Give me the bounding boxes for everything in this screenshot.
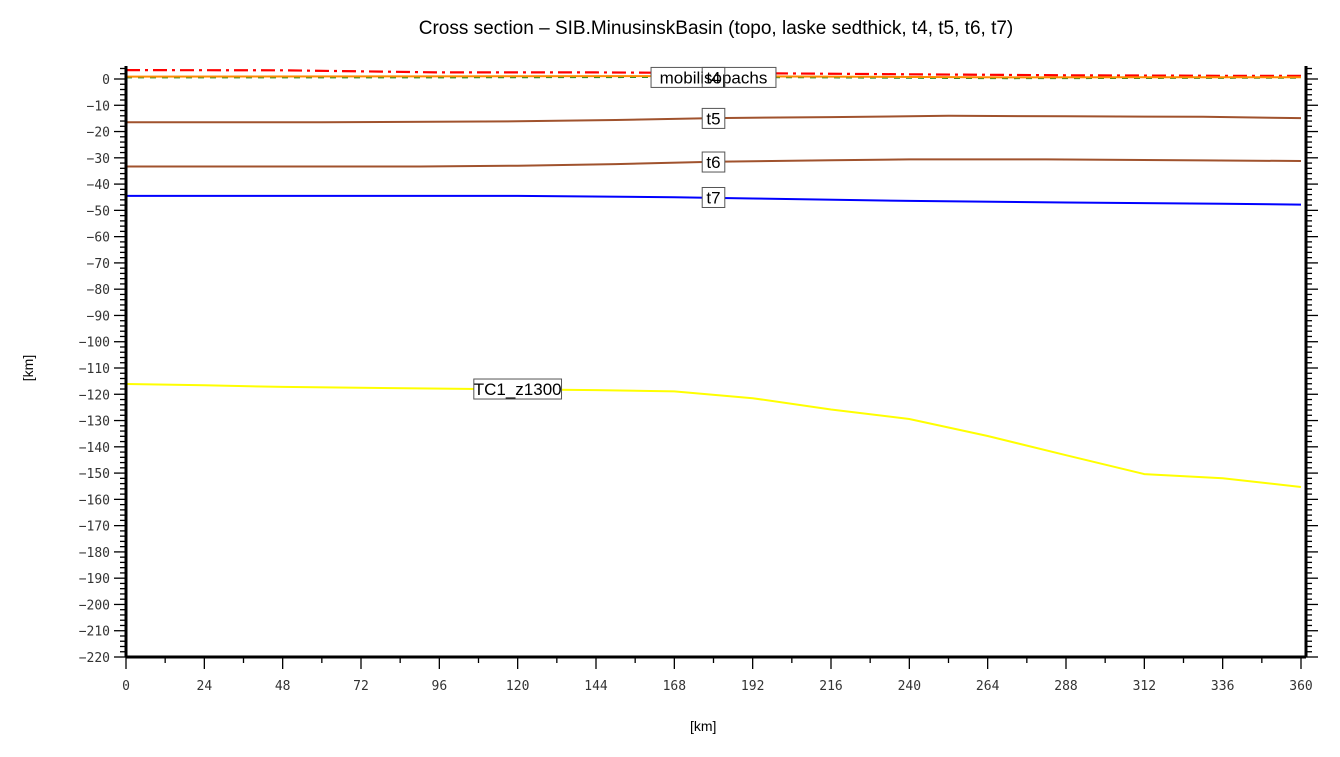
x-tick-label: 168 (663, 679, 686, 694)
y-tick-label: −50 (87, 204, 110, 219)
x-tick-label: 192 (741, 679, 764, 694)
chart-title: Cross section – SIB.MinusinskBasin (topo… (418, 18, 1014, 39)
svg-text:t7: t7 (706, 188, 720, 207)
x-tick-label: 240 (898, 679, 921, 694)
series-tc1-z1300 (125, 383, 1302, 488)
y-tick-label: −100 (79, 336, 110, 351)
series-layer (125, 68, 1302, 488)
y-tick-label: −80 (87, 283, 110, 298)
svg-text:t5: t5 (706, 109, 720, 128)
y-tick-label: −70 (87, 257, 110, 272)
x-tick-label: 120 (506, 679, 529, 694)
x-tick-label: 264 (976, 679, 1000, 694)
x-tick-label: 216 (819, 679, 842, 694)
y-tick-label: −130 (79, 415, 110, 430)
line-label-t4: t4 (701, 66, 726, 88)
svg-text:mobilisopachs: mobilisopachs (660, 68, 768, 87)
y-tick-label: −20 (87, 126, 110, 141)
svg-text:TC1_z1300: TC1_z1300 (474, 380, 562, 399)
y-tick-label: −120 (79, 388, 110, 403)
y-tick-label: −220 (79, 651, 110, 666)
line-label-t7: t7 (701, 186, 726, 208)
series-t7 (126, 194, 1302, 206)
series-t5 (126, 114, 1302, 124)
y-tick-label: −180 (79, 546, 110, 561)
y-tick-label: −150 (79, 467, 110, 482)
x-tick-label: 288 (1054, 679, 1077, 694)
y-tick-label: 0 (102, 73, 110, 88)
x-tick-label: 72 (353, 679, 369, 694)
x-tick-label: 96 (432, 679, 448, 694)
y-tick-label: −160 (79, 493, 110, 508)
x-tick-label: 24 (197, 679, 213, 694)
x-tick-label: 144 (584, 679, 608, 694)
y-tick-label: −110 (79, 362, 110, 377)
axes: 0 −10 −20 −30 −40 −50 −60 −70 −80 −90 −100 −110 −120… (79, 66, 1318, 694)
y-tick-label: −200 (79, 598, 110, 613)
svg-text:t6: t6 (706, 153, 720, 172)
y-tick-label: −170 (79, 520, 110, 535)
x-tick-label: 312 (1133, 679, 1156, 694)
line-label-tc1-z1300: TC1_z1300 (473, 378, 563, 400)
x-axis-label: [km] (690, 718, 717, 734)
x-tick-label: 360 (1289, 679, 1312, 694)
svg-text:t4: t4 (706, 68, 720, 87)
y-tick-label: −190 (79, 572, 110, 587)
x-tick-label: 0 (122, 679, 130, 694)
y-tick-label: −30 (87, 152, 110, 167)
y-tick-label: −60 (87, 231, 110, 246)
x-tick-label: 48 (275, 679, 291, 694)
y-tick-label: −10 (87, 99, 110, 114)
y-tick-label: −40 (87, 178, 110, 193)
y-tick-label: −140 (79, 441, 110, 456)
y-tick-label: −90 (87, 309, 110, 324)
line-label-t6: t6 (701, 151, 726, 173)
series-t6 (126, 158, 1302, 168)
line-label-t5: t5 (701, 107, 726, 129)
y-tick-label: −210 (79, 625, 110, 640)
x-tick-label: 336 (1211, 679, 1234, 694)
